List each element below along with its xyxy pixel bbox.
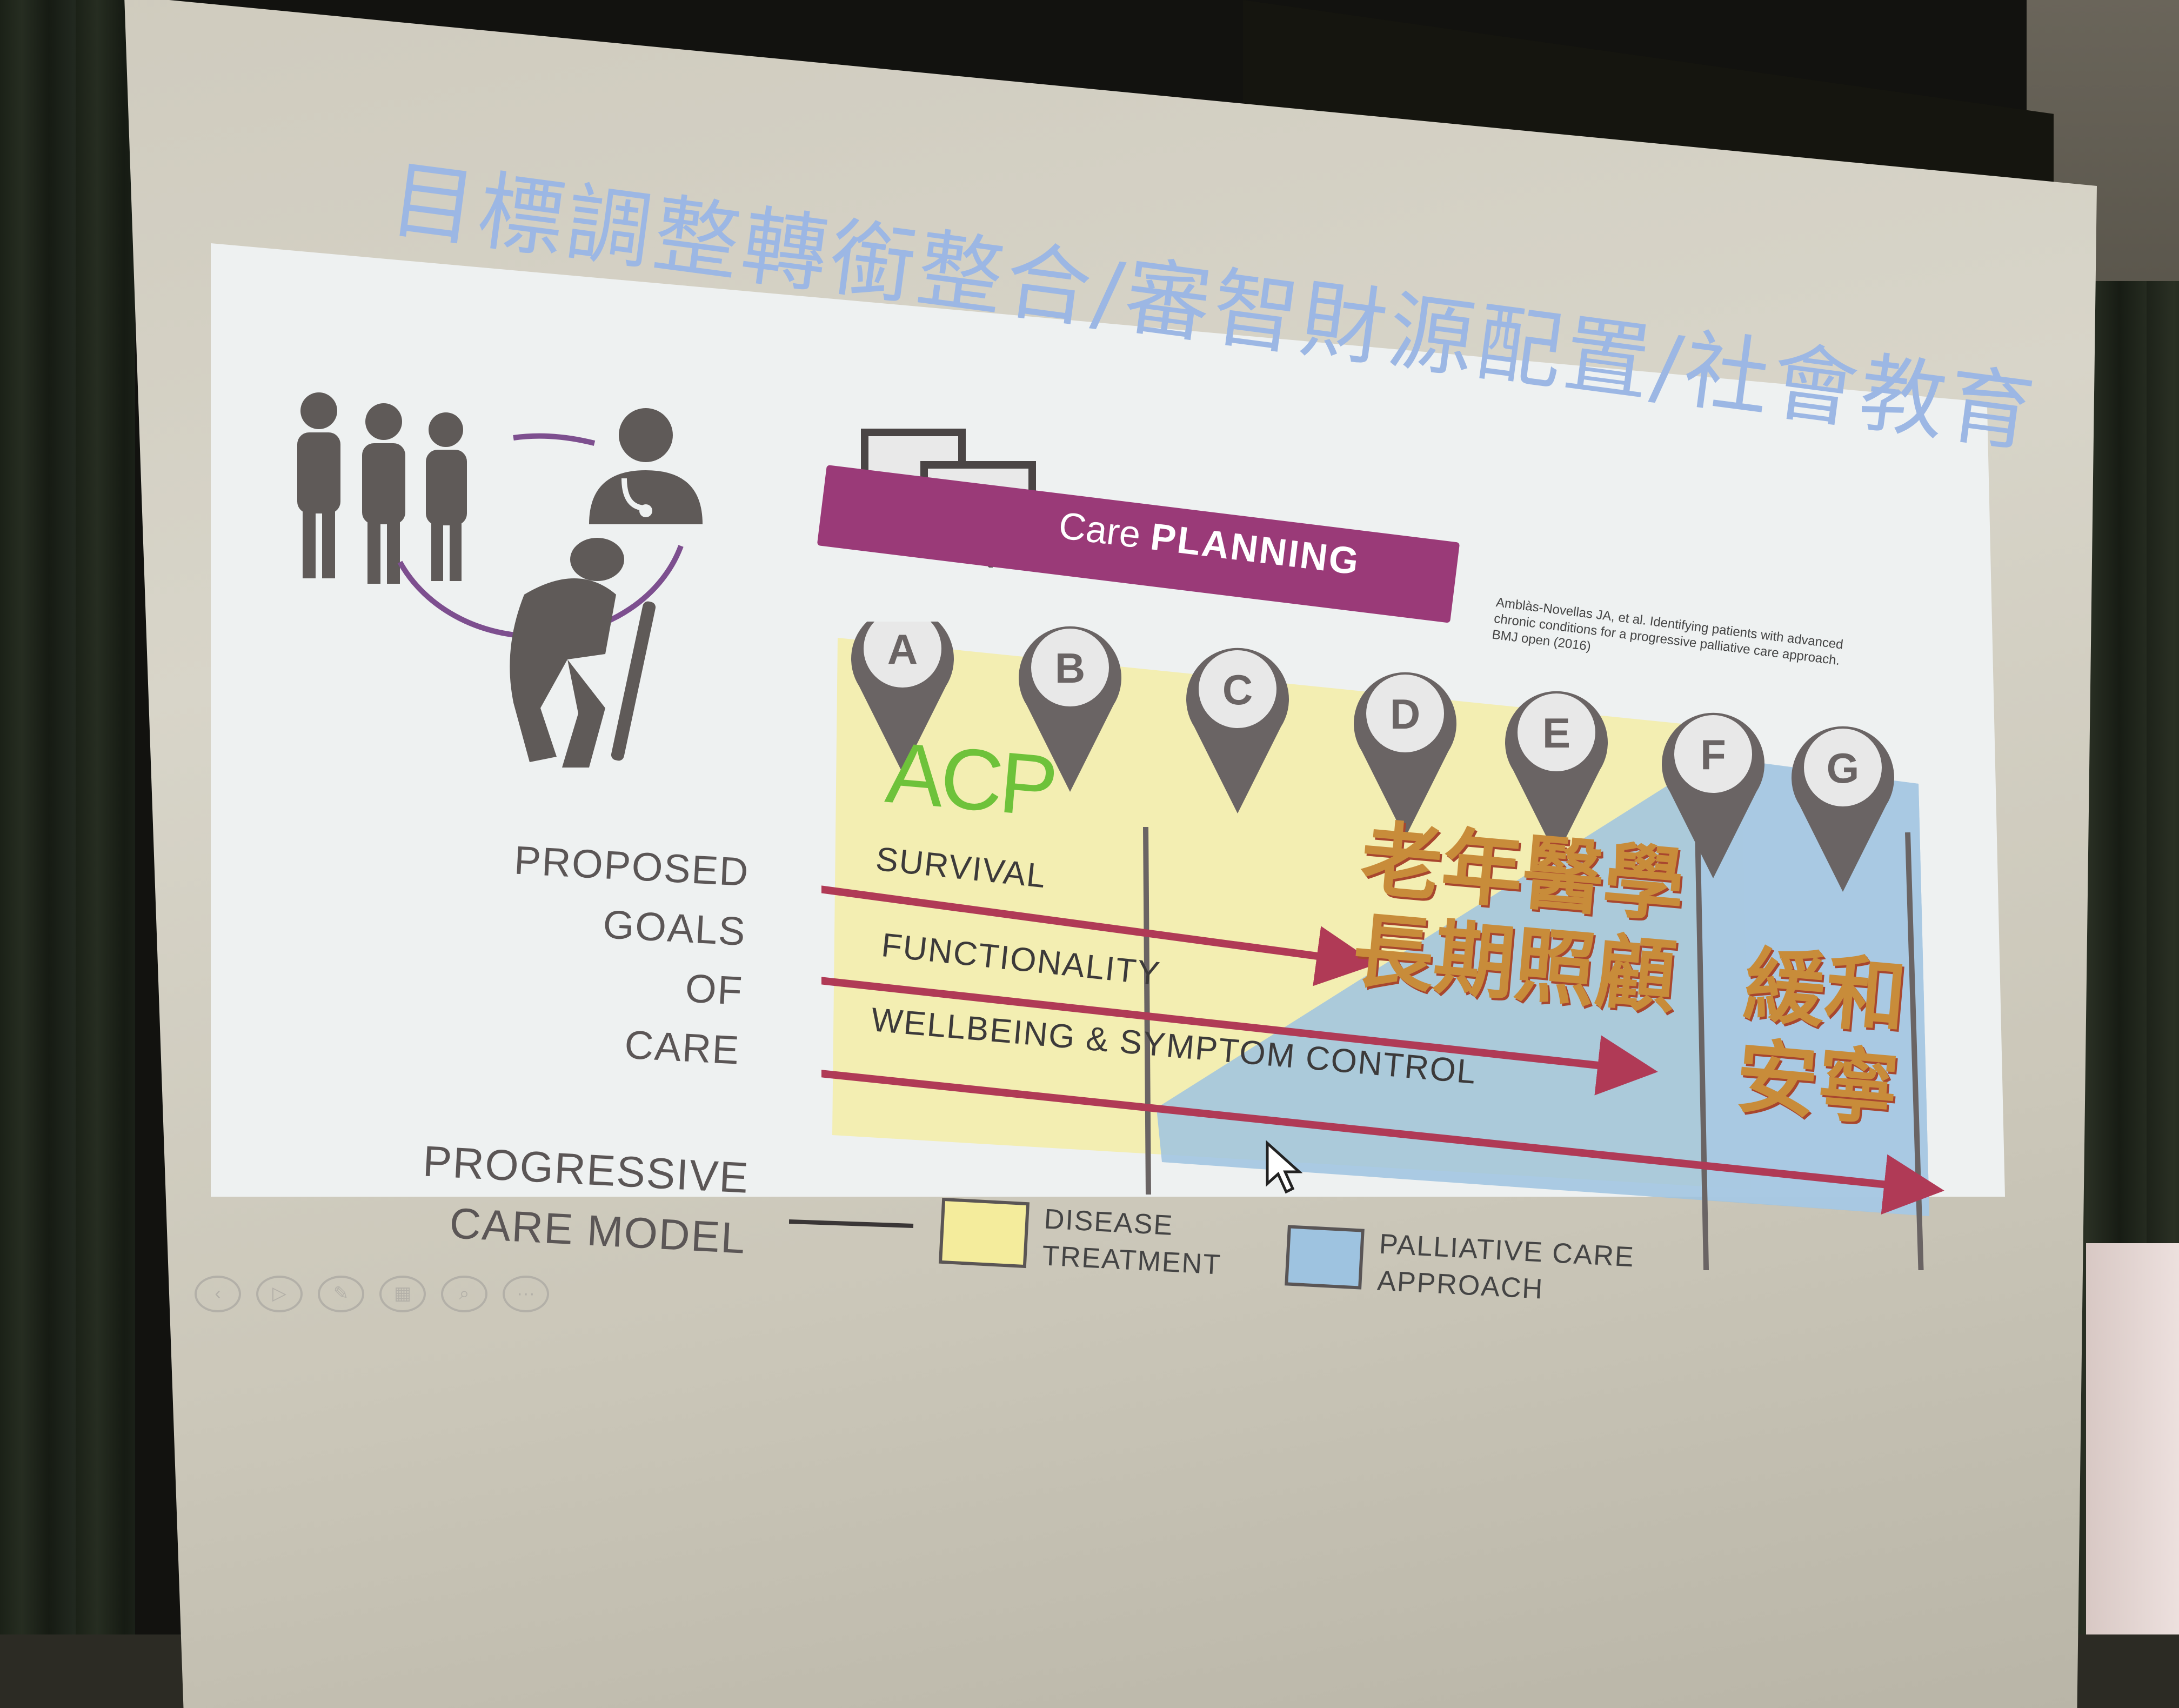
pin-f: F (1662, 712, 1764, 878)
legend-connector (789, 1219, 914, 1228)
pin-d: D (1354, 672, 1456, 838)
doctor-icon (589, 408, 703, 524)
palliative-care-late-zone (1697, 757, 1929, 1216)
progressive-care-model-label: PROGRESSIVE CARE MODEL (393, 1130, 751, 1269)
pin-label-f: F (1700, 731, 1726, 778)
pin-label-c: C (1222, 666, 1253, 713)
pin-b: B (1019, 626, 1121, 792)
pin-c: C (1186, 648, 1289, 813)
palliative-line-2: 安寧 (1732, 1029, 1902, 1138)
elderly-person-icon (510, 538, 656, 768)
legend-disease-swatch (938, 1197, 1030, 1269)
slideshow-toolbar: ‹ ▷ ✎ ▦ ⌕ ··· (195, 1276, 549, 1312)
previous-icon[interactable]: ‹ (195, 1276, 241, 1312)
pin-a: A (851, 622, 954, 773)
pin-group: A B C D E F G (851, 622, 1894, 892)
family-icon (297, 392, 467, 584)
palliative-hospice-overlay: 緩和 安寧 (1732, 938, 1910, 1138)
proposed-goals-label: PROPOSED GOALS OF CARE (436, 827, 751, 1080)
pin-label-a: A (887, 625, 918, 673)
slides-icon[interactable]: ▦ (379, 1276, 426, 1312)
phase-divider-3 (1905, 832, 1924, 1270)
mouse-cursor-icon (1266, 1140, 1302, 1194)
legend-palliative-text: PALLIATIVE CARE APPROACH (1376, 1226, 1636, 1313)
palliative-line-1: 緩和 (1740, 938, 1910, 1046)
wellbeing-arrow (821, 1070, 1944, 1215)
phase-divider-2 (1694, 799, 1709, 1270)
geriatrics-ltc-overlay: 老年醫學 長期照顧 (1349, 812, 1688, 1026)
survival-arrow (821, 885, 1377, 986)
pin-label-e: E (1542, 709, 1570, 757)
pen-icon[interactable]: ✎ (318, 1276, 364, 1312)
zoom-icon[interactable]: ⌕ (441, 1276, 487, 1312)
pin-g: G (1792, 726, 1894, 892)
functionality-arrow (821, 977, 1658, 1096)
legend-disease-text: DISEASE TREATMENT (1041, 1200, 1225, 1283)
care-model-diagram: A B C D E F G (821, 622, 1944, 1270)
pin-label-g: G (1827, 744, 1860, 792)
pin-label-b: B (1055, 644, 1085, 692)
pin-e: E (1505, 691, 1608, 857)
phase-divider-1 (1143, 826, 1151, 1195)
play-icon[interactable]: ▷ (256, 1276, 303, 1312)
legend-palliative-swatch (1285, 1225, 1365, 1290)
pin-label-d: D (1390, 690, 1420, 738)
care-planning-prefix: Care (1056, 504, 1144, 556)
acp-label: ACP (882, 723, 1059, 835)
podium (2086, 1243, 2179, 1634)
more-icon[interactable]: ··· (503, 1276, 549, 1312)
